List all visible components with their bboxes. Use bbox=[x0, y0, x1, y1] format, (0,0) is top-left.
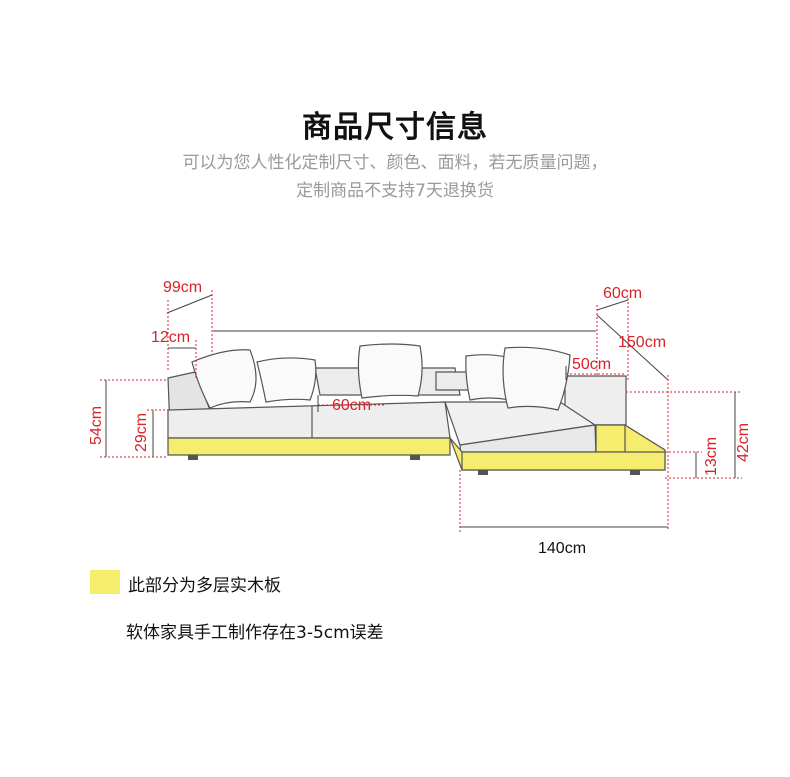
dim-chaise-60cm: 60cm bbox=[603, 285, 642, 302]
page-title: 商品尺寸信息 bbox=[302, 110, 488, 145]
dimension-lines bbox=[100, 290, 742, 532]
dim-12cm: 12cm bbox=[151, 329, 190, 346]
dim-42cm: 42cm bbox=[735, 423, 752, 462]
error-note: 软体家具手工制作存在3-5cm误差 bbox=[126, 623, 384, 643]
dim-seat-60cm: 60cm bbox=[332, 397, 371, 414]
dim-54cm: 54cm bbox=[88, 406, 105, 445]
pillow-3 bbox=[357, 343, 423, 399]
dim-99cm: 99cm bbox=[163, 279, 202, 296]
pillow-2 bbox=[256, 357, 317, 403]
sofa-illustration bbox=[167, 330, 666, 475]
main-wood-base bbox=[167, 437, 451, 456]
legend-label: 此部分为多层实木板 bbox=[128, 576, 281, 596]
dim-50cm: 50cm bbox=[572, 356, 611, 373]
dim-150cm: 150cm bbox=[618, 334, 666, 351]
subtitle-line-2: 定制商品不支持7天退换货 bbox=[296, 181, 494, 201]
pillow-5 bbox=[502, 346, 571, 411]
dim-140cm: 140cm bbox=[538, 540, 586, 557]
subtitle-line-1: 可以为您人性化定制尺寸、颜色、面料，若无质量问题， bbox=[182, 153, 608, 173]
dim-13cm: 13cm bbox=[703, 437, 720, 476]
dim-29cm: 29cm bbox=[133, 413, 150, 452]
pillow-1 bbox=[191, 349, 257, 409]
legend-swatch bbox=[90, 570, 120, 594]
